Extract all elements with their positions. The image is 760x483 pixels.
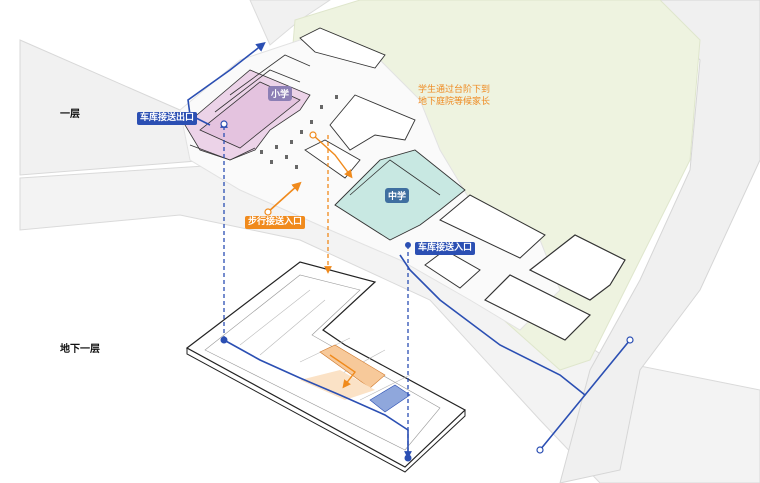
basement-plan (185, 261, 467, 473)
level-label-ground: 一层 (60, 109, 80, 120)
plaza-furniture (260, 95, 338, 169)
walk-route-ground (312, 134, 353, 179)
walk-arrow (267, 181, 302, 213)
roads (19, 0, 760, 483)
annotation-line-1: 学生通过台阶下到 (418, 85, 491, 95)
east-building-2 (424, 249, 481, 289)
annotation-line-2: 地下庭院等候家长 (418, 97, 491, 107)
garage-exit-tag: 车库接送出口 (137, 112, 198, 125)
north-building (299, 27, 386, 69)
walk-entry-tag: 步行接送入口 (245, 216, 306, 229)
annotation-note: 学生通过台阶下到 地下庭院等候家长 (418, 84, 490, 108)
middle-school-tag: 中学 (385, 188, 410, 203)
east-building-3 (483, 274, 592, 341)
vehicle-route-branch (584, 339, 631, 396)
garage-entry-tag: 车库接送入口 (415, 242, 476, 255)
basement-vehicle-route (223, 339, 409, 458)
level-label-basement: 地下一层 (60, 344, 100, 355)
primary-school-tag: 小学 (268, 86, 293, 101)
walk-route-basement (329, 354, 357, 389)
central-building (329, 94, 416, 151)
east-building-4 (528, 234, 626, 301)
central-building-2 (304, 139, 361, 179)
east-building-1 (439, 194, 546, 259)
